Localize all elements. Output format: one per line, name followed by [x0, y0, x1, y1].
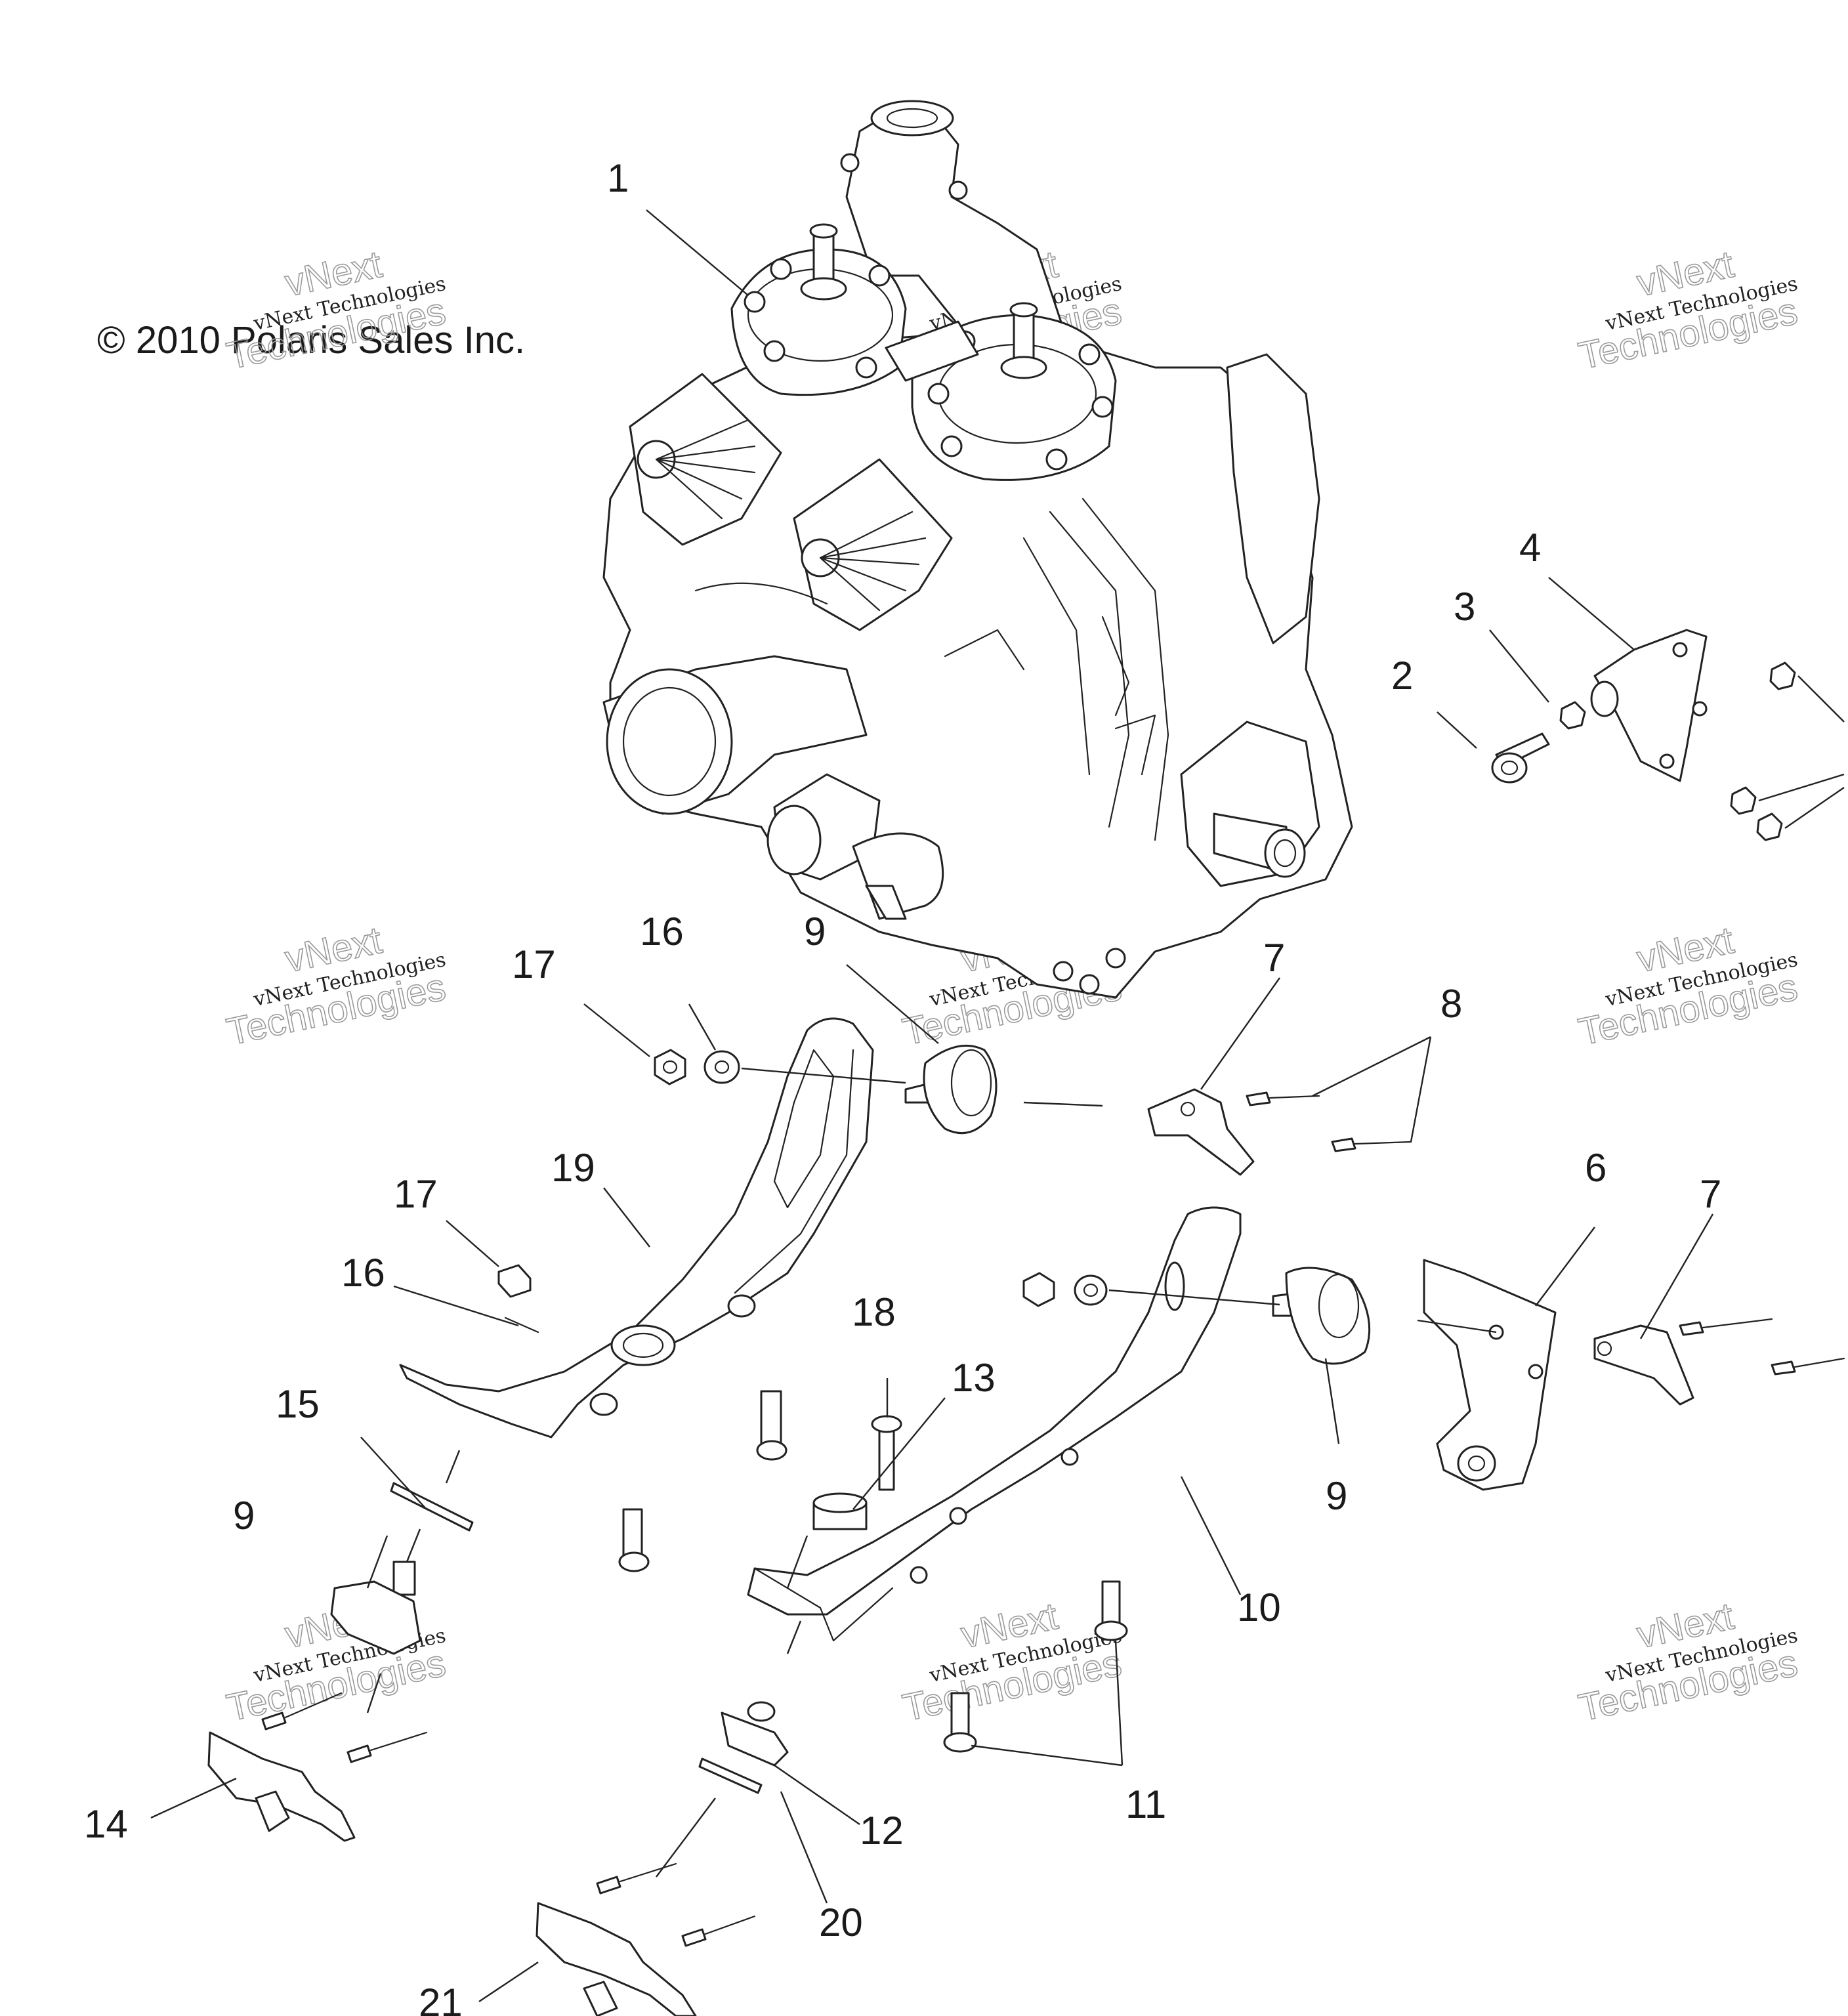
callout-12: 12 [860, 1809, 904, 1853]
callout-11: 11 [1125, 1782, 1166, 1826]
part-21-bracket [536, 1902, 697, 2016]
part-4-leader [1784, 787, 1845, 829]
part-washer [1074, 1274, 1108, 1306]
part-18-bolt [871, 1415, 902, 1491]
part-8-rivet [1331, 1137, 1412, 1152]
part-16-shim [504, 1316, 539, 1334]
callout-9: 9 [1326, 1474, 1347, 1518]
callout-2: 2 [1391, 654, 1413, 698]
callout-18: 18 [852, 1290, 896, 1334]
part-16-washer [704, 1050, 740, 1084]
part-rivet [681, 1915, 756, 1947]
callout-17: 17 [512, 942, 556, 986]
part-rivet [346, 1731, 428, 1763]
callout-3: 3 [1454, 585, 1475, 629]
part-12-spacer [721, 1701, 789, 1767]
callout-10: 10 [1237, 1586, 1281, 1629]
part-9-mount [904, 1044, 998, 1135]
part-11-bolt [1094, 1580, 1128, 1641]
callout-9: 9 [233, 1494, 255, 1538]
part-8-rivet [1246, 1091, 1320, 1106]
part-rivet [1679, 1318, 1773, 1336]
callout-17: 17 [394, 1172, 438, 1216]
callouts: 1 2 3 4 6 7 7 8 9 9 9 10 11 12 13 14 15 … [84, 156, 1721, 2016]
part-3-nut [1559, 701, 1586, 730]
callout-19: 19 [551, 1146, 595, 1190]
part-4-bracket [1590, 629, 1796, 841]
callout-14: 14 [84, 1802, 128, 1846]
part-2-bolt [1491, 732, 1550, 784]
callout-leaders [150, 209, 1714, 2002]
callout-13: 13 [952, 1356, 996, 1400]
callout-16: 16 [341, 1251, 385, 1295]
callout-16: 16 [640, 910, 684, 954]
callout-6: 6 [1585, 1146, 1606, 1190]
callout-9: 9 [804, 910, 826, 954]
part-bolt [756, 1390, 788, 1461]
callout-4: 4 [1519, 526, 1541, 570]
callout-1: 1 [607, 156, 629, 200]
watermark: vNext vNext Technologies Technologies [1574, 1594, 1801, 1730]
engine-assembly [602, 100, 1353, 999]
part-9-mount [330, 1561, 421, 1655]
part-9-mount [1272, 1267, 1371, 1365]
watermark: vNext vNext Technologies Technologies [1574, 242, 1801, 378]
copyright-text: © 2010 Polaris Sales Inc. [97, 319, 525, 362]
part-7-plate [1147, 1088, 1255, 1176]
callout-7: 7 [1263, 936, 1285, 980]
part-6-bracket [1423, 1259, 1557, 1491]
part-bolt [618, 1508, 650, 1572]
part-11-bolt [943, 1692, 977, 1753]
callout-15: 15 [276, 1382, 320, 1426]
watermark: vNext vNext Technologies Technologies [222, 918, 450, 1054]
assembly-lines [366, 1067, 1497, 1878]
part-17-nut [497, 1264, 532, 1298]
callout-7: 7 [1700, 1172, 1721, 1216]
part-19-bracket [399, 1017, 874, 1438]
part-14-bracket [207, 1731, 356, 1842]
part-20-shim [698, 1757, 763, 1794]
callout-21: 21 [419, 1981, 463, 2016]
part-7-plate [1593, 1324, 1694, 1406]
watermark: vNext vNext Technologies Technologies [1574, 918, 1801, 1054]
part-4-leader [1797, 675, 1845, 723]
watermark: vNext vNext Technologies Technologies [898, 1594, 1125, 1730]
part-17-nut [654, 1049, 686, 1085]
part-nut [1022, 1272, 1055, 1307]
part-13-spacer [812, 1492, 868, 1530]
part-15-shim [390, 1482, 474, 1532]
part-rivet [261, 1692, 343, 1731]
part-4-leader [1758, 773, 1845, 802]
callout-20: 20 [819, 1900, 863, 1944]
part-rivet [1771, 1357, 1845, 1376]
callout-8: 8 [1440, 982, 1462, 1026]
part-10-bracket [747, 1206, 1242, 1642]
part-rivet [596, 1862, 677, 1895]
